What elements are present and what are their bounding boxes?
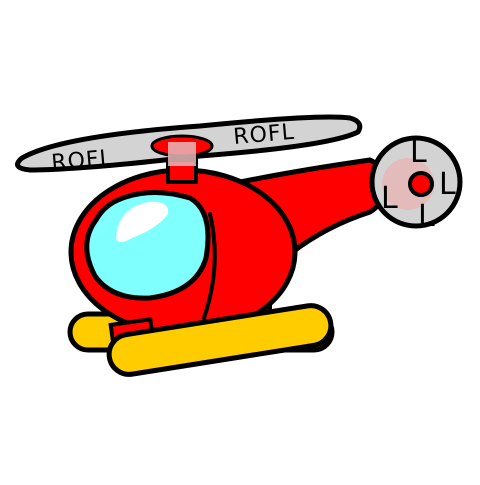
window-highlight — [116, 201, 169, 242]
tail-rotor-letter-top: L — [410, 135, 427, 170]
tail-rotor-letter-left-l: L — [381, 181, 398, 216]
front-skid — [106, 303, 334, 377]
tail-rotor-letter-bottom: L — [418, 199, 435, 234]
rotor-text-right: ROFL — [232, 120, 295, 150]
rotor-text-left: ROFL — [50, 146, 113, 176]
cockpit-window — [84, 189, 211, 301]
door-line — [202, 212, 217, 320]
front-skid-group — [106, 303, 334, 377]
main-rotor: ROFL ROFL — [15, 114, 363, 176]
tail-rotor-letter-right: L — [439, 167, 456, 202]
tail-rotor-hub — [408, 171, 434, 197]
main-rotor-hub-shaft — [168, 142, 196, 166]
tail-rotor: L O L L L — [369, 135, 463, 234]
